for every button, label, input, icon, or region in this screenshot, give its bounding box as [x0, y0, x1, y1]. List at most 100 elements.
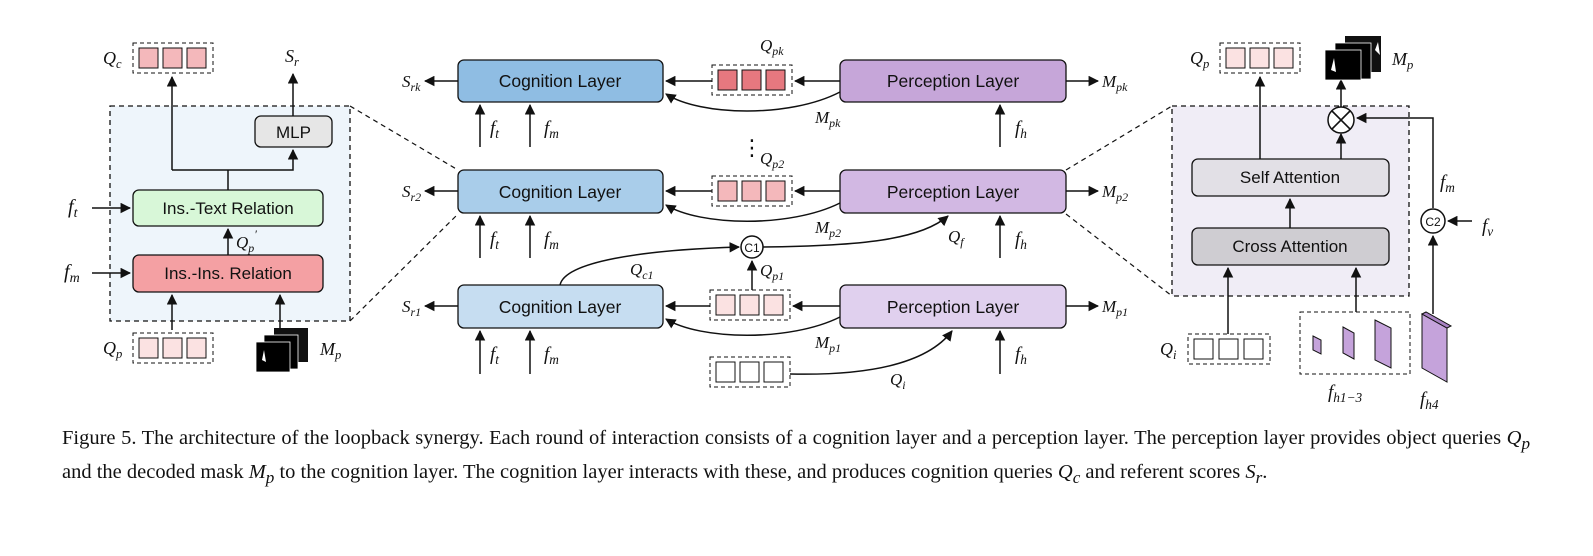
architecture-diagram: Qc Sr MLP Ins.-Text Relation Ins.-Ins. R…: [64, 36, 1493, 412]
fv-label: fv: [1482, 216, 1493, 239]
figure-caption: Figure 5. The architecture of the loopba…: [62, 424, 1530, 492]
mp1-label: Mp1: [814, 333, 841, 355]
mpk-output-label: Mpk: [1101, 72, 1128, 94]
fh13-group: [1299, 311, 1411, 375]
qf-label: Qf: [948, 227, 965, 249]
fm-2-label: fm: [544, 229, 559, 252]
ft-k-label: ft: [490, 118, 499, 141]
self-attention-block: [1191, 158, 1390, 197]
fh-k-label: fh: [1015, 118, 1027, 141]
qp-right-label: Qp: [1190, 48, 1209, 71]
qp2-query-cell: [717, 180, 738, 202]
qp-label: Qp: [103, 338, 122, 361]
mp2-label: Mp2: [814, 218, 841, 240]
fh-1-label: fh: [1015, 344, 1027, 367]
caption-text: .: [1262, 461, 1268, 484]
ft-2-label: ft: [490, 229, 499, 252]
caption-qp: Qp: [1506, 427, 1530, 454]
c2-label: C2: [1425, 215, 1441, 229]
cognition-layer-k-label: Cognition Layer: [499, 71, 622, 91]
qp2-query-cell: [765, 180, 786, 202]
qp-query-cell: [138, 337, 159, 359]
qp-right-query-cell: [1225, 47, 1246, 69]
left-panel: Qc Sr MLP Ins.-Text Relation Ins.-Ins. R…: [64, 42, 351, 373]
qp1-query-group: [709, 289, 791, 321]
fh3-feature: [1374, 319, 1392, 369]
perception-layer-2-label: Perception Layer: [887, 182, 1019, 202]
caption-sr: Sr: [1245, 461, 1263, 488]
c1-label: C1: [744, 241, 760, 255]
perception-layer-k-label: Perception Layer: [887, 71, 1019, 91]
qp-right-query-cell: [1249, 47, 1270, 69]
caption-text: and referent scores: [1080, 461, 1246, 484]
qpk-query-group: [711, 64, 793, 96]
fm-label: fm: [64, 261, 80, 286]
sr-label: Sr: [285, 46, 299, 69]
qc-label: Qc: [103, 48, 122, 71]
qpk-query-cell: [741, 69, 762, 91]
fh2-feature: [1342, 326, 1355, 360]
ins-text-relation-label: Ins.-Text Relation: [162, 199, 293, 218]
ft-1-label: ft: [490, 344, 499, 367]
middle-stack: Cognition Layer Perception Layer Qpk Mpk…: [402, 36, 1128, 392]
connector-ins-text-to-mlp: [172, 150, 293, 190]
qpk-label: Qpk: [760, 36, 784, 58]
caption-qc: Qc: [1057, 461, 1081, 488]
arrow-qf-curve: [762, 215, 949, 248]
qc1-label: Qc1: [630, 260, 654, 282]
cognition-layer-2-label: Cognition Layer: [499, 182, 622, 202]
caption-text: to the cognition layer. The cognition la…: [274, 461, 1058, 484]
self-attention-label: Self Attention: [1240, 168, 1340, 187]
qi-right-query-cell: [1193, 338, 1214, 360]
cognition-layer-1-label: Cognition Layer: [499, 297, 622, 317]
mp2-output-label: Mp2: [1101, 182, 1128, 204]
qi-right-query-cell: [1243, 338, 1264, 360]
fh-2-label: fh: [1015, 229, 1027, 252]
right-panel: Self Attention Cross Attention Qp Mp C2 …: [1160, 36, 1493, 412]
fh4-feature-side: [1420, 311, 1453, 329]
qi-query-cell: [763, 361, 784, 383]
mlp-label: MLP: [276, 123, 311, 142]
zoom-line: [349, 213, 459, 322]
zoom-line: [349, 105, 459, 171]
fh1-feature: [1312, 335, 1322, 355]
qp-query-cell: [186, 337, 207, 359]
srk-label: Srk: [402, 72, 421, 94]
mp-right-label: Mp: [1391, 49, 1413, 72]
qi-right-label: Qi: [1160, 339, 1177, 362]
qp1-query-cell: [763, 294, 784, 316]
arrow-mpk-curve: [665, 91, 841, 112]
caption-mp: Mp: [248, 461, 275, 488]
mask-stack-image-right: [1324, 36, 1381, 81]
qi-query-cell: [715, 361, 736, 383]
fm-1-label: fm: [544, 344, 559, 367]
qc-query-cell: [138, 47, 159, 69]
zoom-line: [1065, 213, 1173, 297]
mpk-label: Mpk: [814, 108, 841, 130]
qp1-query-cell: [715, 294, 736, 316]
c2-node: [1420, 208, 1446, 234]
perception-layer-1-label: Perception Layer: [887, 297, 1019, 317]
arrow-c2-to-mult: [1355, 112, 1434, 208]
ft-label: ft: [68, 196, 79, 221]
qp1-label: Qp1: [760, 261, 784, 283]
qi-right-query-cell: [1218, 338, 1239, 360]
arrow-mp1-curve: [665, 316, 841, 336]
qp-right-query-cell: [1273, 47, 1294, 69]
qp1-query-cell: [739, 294, 760, 316]
qi-label: Qi: [890, 370, 906, 392]
fm-right-label: fm: [1440, 172, 1455, 195]
qp-right-query-group: [1219, 42, 1301, 74]
qi-query-group: [709, 356, 791, 388]
qp2-label: Qp2: [760, 149, 784, 171]
mp1-output-label: Mp1: [1101, 297, 1128, 319]
caption-text: Figure 5. The architecture of the loopba…: [62, 427, 1507, 449]
fm-k-label: fm: [544, 118, 559, 141]
fh4-label: fh4: [1420, 389, 1439, 412]
arrow-qi-curve: [789, 330, 953, 375]
qp-query-group: [132, 332, 214, 364]
arrow-mp2-curve: [665, 202, 841, 222]
mask-stack-image: [255, 328, 308, 373]
mp-label: Mp: [319, 339, 341, 362]
qp-query-cell: [162, 337, 183, 359]
